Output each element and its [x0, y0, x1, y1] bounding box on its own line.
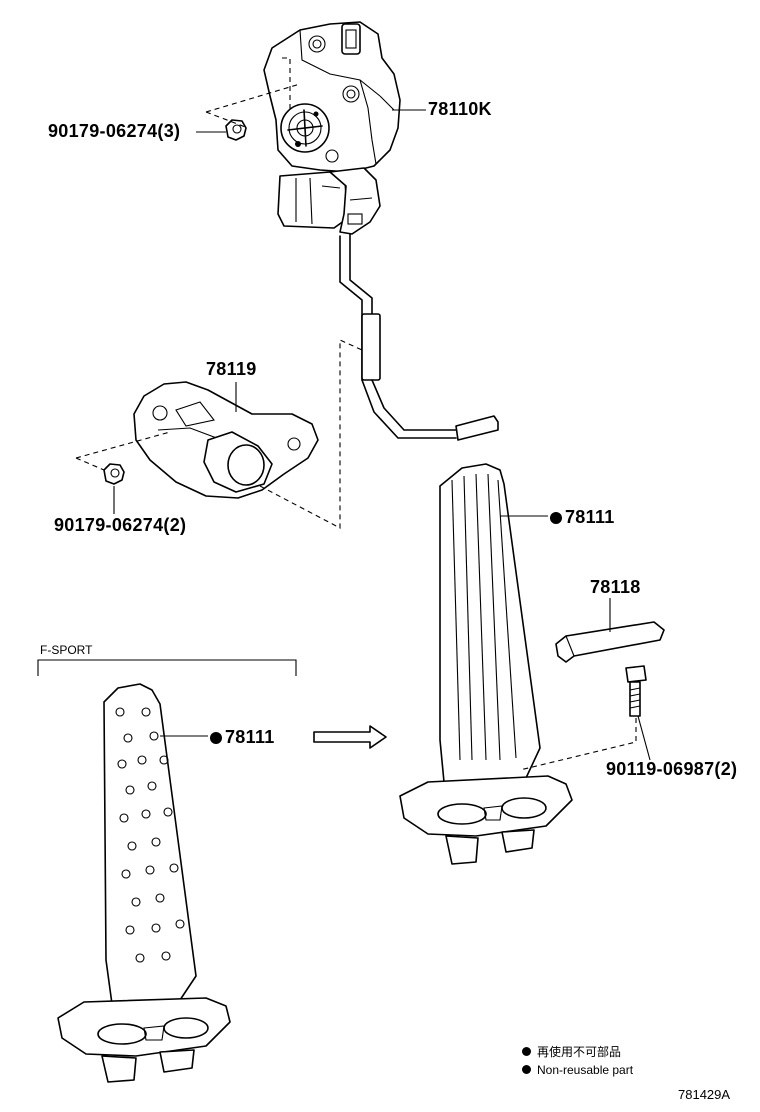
pedal-pad: [399, 463, 573, 865]
leader-nut-top-to-assembly: [205, 57, 301, 129]
figure-id: 781429A: [678, 1087, 731, 1102]
flange-nut-mid: [103, 463, 125, 485]
non-reusable-dot-icon: [210, 732, 222, 744]
legend-english: Non-reusable part: [522, 1064, 633, 1076]
fsport-group-label: F-SPORT: [40, 643, 93, 657]
pedal-bracket: [133, 381, 319, 499]
screw-bolt: [625, 665, 647, 717]
pedal-sensor-assembly: [263, 21, 499, 441]
legend-dot-icon: [522, 1047, 531, 1056]
pedal-cover: [555, 621, 665, 663]
fsport-bracket-line: [37, 659, 297, 676]
legend-japanese: 再使用不可部品: [522, 1046, 621, 1058]
part-number-78111: 78111: [565, 507, 615, 527]
leader-nut-mid-to-bracket: [75, 431, 171, 471]
fsport-part-number-78111: 78111: [225, 727, 275, 747]
part-label-nut-mid: 90179-06274(2): [54, 515, 187, 535]
non-reusable-dot-icon: [550, 512, 562, 524]
legend-japanese-text: 再使用不可部品: [537, 1045, 622, 1059]
legend-english-text: Non-reusable part: [537, 1063, 634, 1077]
part-label-78118: 78118: [590, 577, 641, 597]
part-label-78110k: 78110K: [428, 99, 492, 119]
fsport-pedal-pad: [57, 683, 231, 1083]
leader-bolt-to-pad: [519, 718, 637, 771]
part-label-90119: 90119-06987(2): [606, 759, 738, 779]
legend-dot-icon: [522, 1065, 531, 1074]
part-label-nut-top: 90179-06274(3): [48, 121, 181, 141]
replacement-arrow: [313, 725, 387, 749]
part-label-78119: 78119: [206, 359, 257, 379]
part-label-78111: 78111: [550, 508, 615, 526]
leader-bracket-to-pad: [259, 339, 363, 529]
leader-90119: [637, 715, 651, 761]
fsport-part-label-78111: 78111: [210, 728, 275, 746]
